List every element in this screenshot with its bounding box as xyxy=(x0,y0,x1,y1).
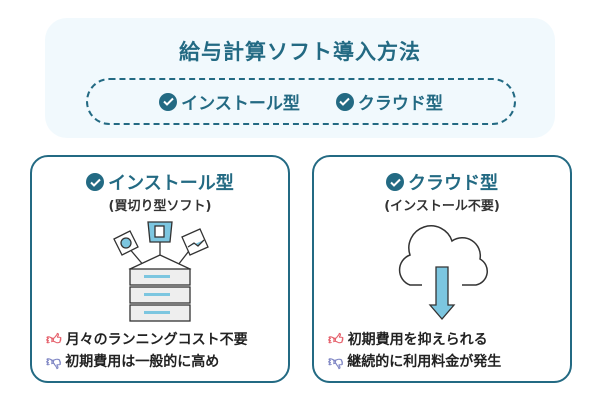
server-icon xyxy=(113,221,209,322)
pro-text: 月々のランニングコスト不要 xyxy=(65,332,248,348)
con-item: 👎︎継続的に利用料金が発生 xyxy=(328,350,501,372)
card-title: クラウド型 xyxy=(408,173,498,194)
option-label: クラウド型 xyxy=(357,94,443,114)
thumbs-up-icon: 👍︎ xyxy=(328,329,344,348)
thumbs-up-icon: 👍︎ xyxy=(46,329,62,348)
header-panel: 給与計算ソフト導入方法 インストール型 クラウド型 xyxy=(45,18,555,138)
card-subtitle: (インストール不要) xyxy=(384,199,500,214)
pro-item: 👍︎月々のランニングコスト不要 xyxy=(46,328,248,350)
options-pill: インストール型 クラウド型 xyxy=(86,78,516,125)
check-icon xyxy=(335,92,354,111)
option-label: インストール型 xyxy=(181,94,300,114)
thumbs-down-icon: 👎︎ xyxy=(46,351,62,370)
pro-text: 初期費用を抑えられる xyxy=(347,332,488,348)
pro-item: 👍︎初期費用を抑えられる xyxy=(328,328,501,350)
option-install: インストール型 xyxy=(159,89,300,114)
card-subtitle: (買切り型ソフト) xyxy=(108,199,212,214)
cloud-download-icon xyxy=(398,225,488,320)
card-cloud: クラウド型 (インストール不要) 👍︎初期費用を抑えられる 👎︎継続的に利用料金… xyxy=(312,155,572,383)
thumbs-down-icon: 👎︎ xyxy=(328,351,344,370)
check-icon xyxy=(159,92,178,111)
con-text: 初期費用は一般的に高め xyxy=(65,354,220,370)
check-icon xyxy=(86,173,105,191)
con-text: 継続的に利用料金が発生 xyxy=(347,354,502,370)
card-title: インストール型 xyxy=(108,173,234,194)
check-icon xyxy=(386,173,404,191)
page-title: 給与計算ソフト導入方法 xyxy=(179,40,421,64)
con-item: 👎︎初期費用は一般的に高め xyxy=(46,350,248,372)
option-cloud: クラウド型 xyxy=(335,89,443,114)
card-install: インストール型 (買切り型ソフト) 👍︎月々のランニングコスト不要 👎︎初期費用… xyxy=(30,155,290,383)
